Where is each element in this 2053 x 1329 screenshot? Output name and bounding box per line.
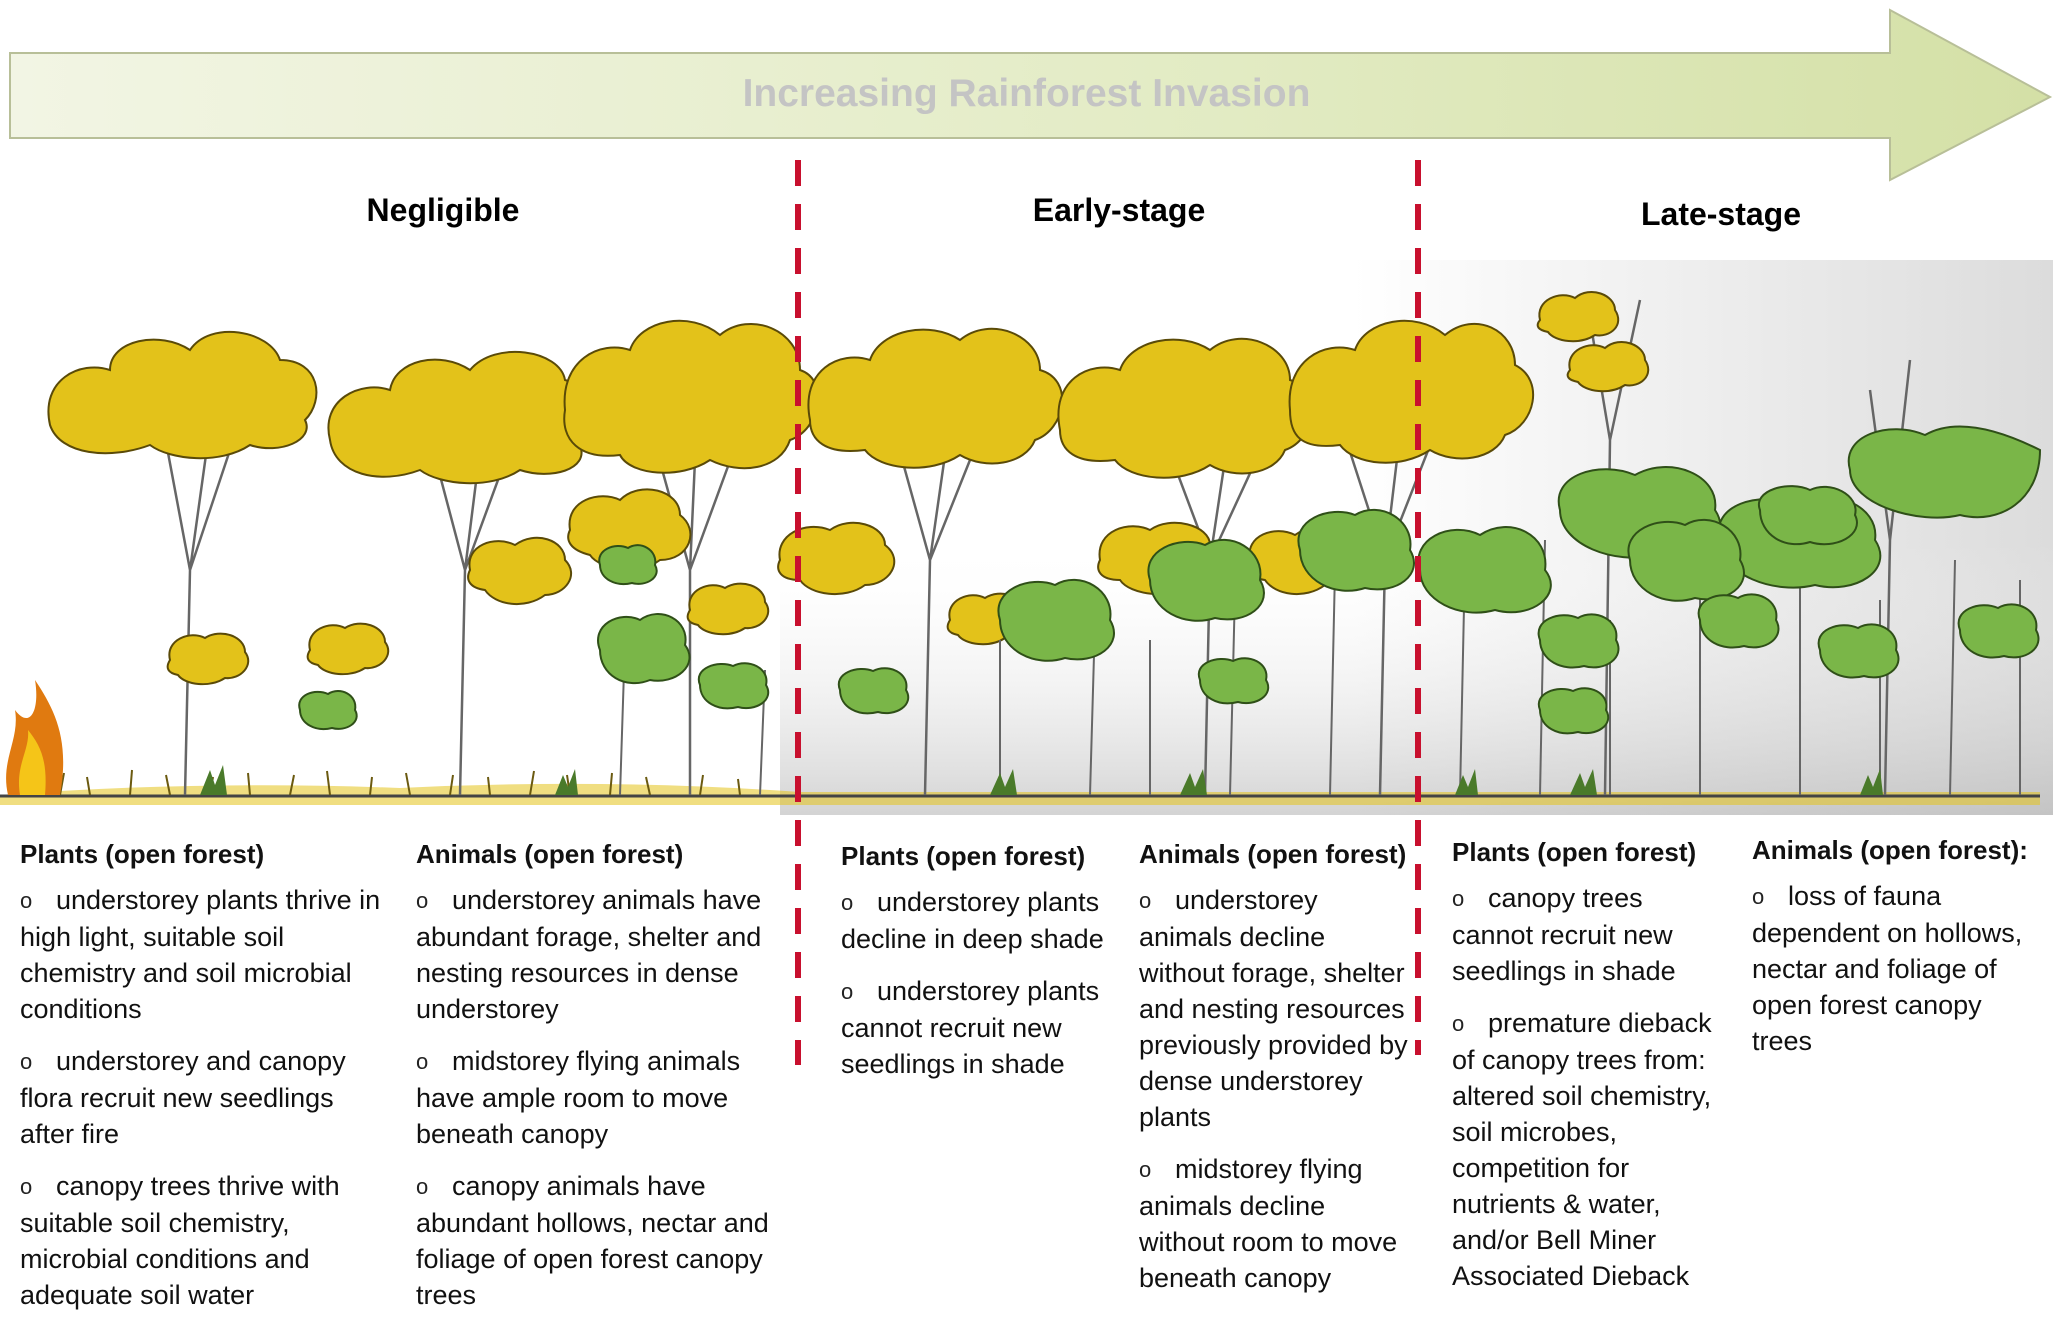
bullet-icon: o: [416, 1169, 452, 1205]
stage-title-early: Early-stage: [919, 192, 1319, 229]
bullet-icon: o: [1452, 881, 1488, 917]
divider-late-stage: [1412, 160, 1432, 1060]
bullet-icon: o: [20, 1044, 56, 1080]
bullet-icon: o: [1139, 883, 1175, 919]
column-heading: Animals (open forest):: [1752, 834, 2042, 866]
forest-illustration: [0, 240, 2053, 820]
column-heading: Plants (open forest): [1452, 836, 1727, 868]
bullet-icon: o: [416, 1044, 452, 1080]
bullet-icon: o: [1452, 1006, 1488, 1042]
stage-title-late: Late-stage: [1521, 196, 1921, 233]
bullet-icon: o: [841, 974, 877, 1010]
bullet-icon: o: [841, 885, 877, 921]
fire-icon: [6, 680, 63, 795]
bullet-icon: o: [20, 1169, 56, 1205]
bullet-icon: o: [1139, 1152, 1175, 1188]
column-heading: Plants (open forest): [20, 838, 395, 870]
bullet-icon: o: [1752, 879, 1788, 915]
arrow-label: Increasing Rainforest Invasion: [0, 72, 2053, 116]
stage-title-negligible: Negligible: [243, 192, 643, 229]
divider-early-stage: [792, 160, 812, 1070]
column-heading: Animals (open forest): [416, 838, 776, 870]
column-heading: Animals (open forest): [1139, 838, 1409, 870]
bullet-icon: o: [20, 883, 56, 919]
column-heading: Plants (open forest): [841, 840, 1121, 872]
bullet-icon: o: [416, 883, 452, 919]
